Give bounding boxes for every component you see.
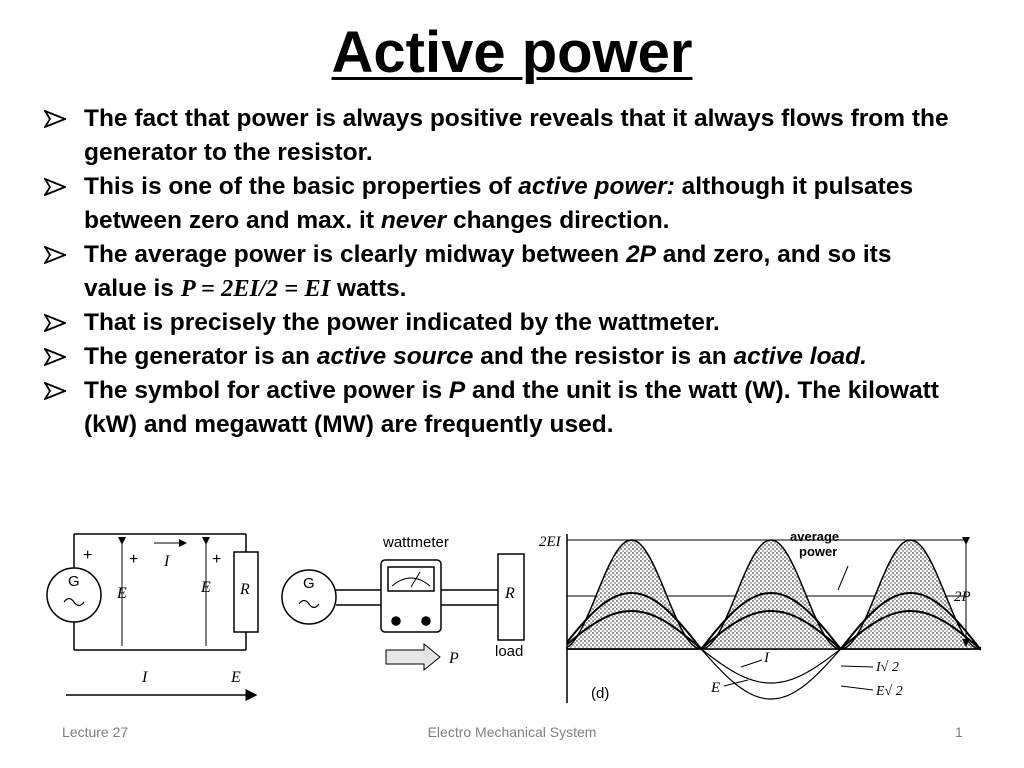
bullet-text: watts.: [330, 275, 407, 302]
voltage-label: E: [710, 680, 720, 696]
wattmeter-icon: [380, 559, 442, 633]
current-label: I: [763, 650, 770, 666]
bullet-item: The generator is an active source and th…: [44, 340, 954, 374]
current-label: I: [141, 669, 148, 686]
average-power-label-2: power: [799, 544, 837, 559]
load-label: load: [495, 643, 523, 660]
voltage-label: E: [116, 585, 127, 602]
resistor-label: R: [239, 581, 250, 598]
bullet-list: The fact that power is always positive r…: [44, 102, 954, 442]
bullet-text: and zero, and so its value is: [84, 241, 892, 302]
wattmeter-label: wattmeter: [382, 534, 449, 551]
bullet-text: although it pulsates between zero and ma…: [84, 173, 914, 234]
plus-label: +: [212, 551, 221, 568]
bullet-text: The average power is clearly midway betw…: [84, 241, 626, 268]
bullet-text: P = 2EI/2 = EI: [180, 275, 331, 302]
plus-label: +: [83, 547, 92, 564]
bullet-text: That is precisely the power indicated by…: [84, 309, 720, 336]
bullet-text: The fact that power is always positive r…: [84, 105, 949, 166]
peak-power-label: 2EI: [539, 534, 562, 550]
bullet-text: This is one of the basic properties of: [84, 173, 519, 200]
two-p-label: 2P: [954, 589, 971, 605]
voltage-label: E: [200, 579, 211, 596]
arrow-bullet-icon: [44, 382, 66, 400]
footer-page-number: 1: [955, 724, 963, 740]
bullet-item: This is one of the basic properties of a…: [44, 170, 954, 238]
power-flow-arrow: [385, 642, 441, 672]
voltage-rms-label: E√ 2: [875, 684, 903, 699]
voltage-curve: [566, 591, 982, 651]
bullet-text: 2P: [625, 241, 656, 268]
bullet-text: and the unit is the watt (W). The kilowa…: [84, 377, 939, 438]
voltage-label: E: [230, 669, 241, 686]
figure: G + + + I E E R I E G wattmeter R load P: [46, 529, 982, 703]
generator-icon: [281, 569, 337, 625]
panel-label: (d): [591, 685, 609, 702]
bullet-item: The symbol for active power is P and the…: [44, 374, 954, 442]
footer-lecture: Lecture 27: [62, 724, 129, 740]
load-resistor-icon: [497, 553, 525, 641]
bullet-text: The symbol for active power is: [84, 377, 449, 404]
generator-label: G: [68, 573, 80, 590]
bullet-text: active power:: [518, 173, 675, 200]
bullet-text: active source: [316, 343, 474, 370]
slide-title: Active power: [331, 20, 693, 85]
current-rms-label: I√ 2: [875, 660, 899, 675]
circuit-diagram: [46, 533, 259, 701]
current-curve-negative: [567, 648, 982, 684]
bullet-item: The fact that power is always positive r…: [44, 102, 954, 170]
bullet-item: The average power is clearly midway betw…: [44, 238, 954, 306]
power-label: P: [448, 650, 459, 667]
bullet-text: never: [380, 207, 447, 234]
current-label: I: [163, 553, 170, 570]
arrow-bullet-icon: [44, 246, 66, 264]
power-waveform: [566, 534, 982, 703]
footer-course: Electro Mechanical System: [427, 724, 597, 740]
bullet-text: active load.: [733, 343, 867, 370]
arrow-bullet-icon: [44, 314, 66, 332]
wattmeter-diagram: [281, 553, 525, 672]
plus-label: +: [129, 551, 138, 568]
bullet-text: P: [448, 377, 466, 404]
resistor-label: R: [504, 585, 515, 602]
bullet-text: changes direction.: [446, 207, 670, 234]
arrow-bullet-icon: [44, 178, 66, 196]
arrow-bullet-icon: [44, 348, 66, 366]
voltage-curve-negative: [567, 648, 982, 700]
arrow-bullet-icon: [44, 110, 66, 128]
average-power-label: average: [790, 529, 839, 544]
generator-label: G: [303, 575, 315, 592]
bullet-item: That is precisely the power indicated by…: [44, 306, 954, 340]
bullet-text: and the resistor is an: [473, 343, 734, 370]
current-curve: [566, 610, 982, 651]
bullet-text: The generator is an: [84, 343, 317, 370]
